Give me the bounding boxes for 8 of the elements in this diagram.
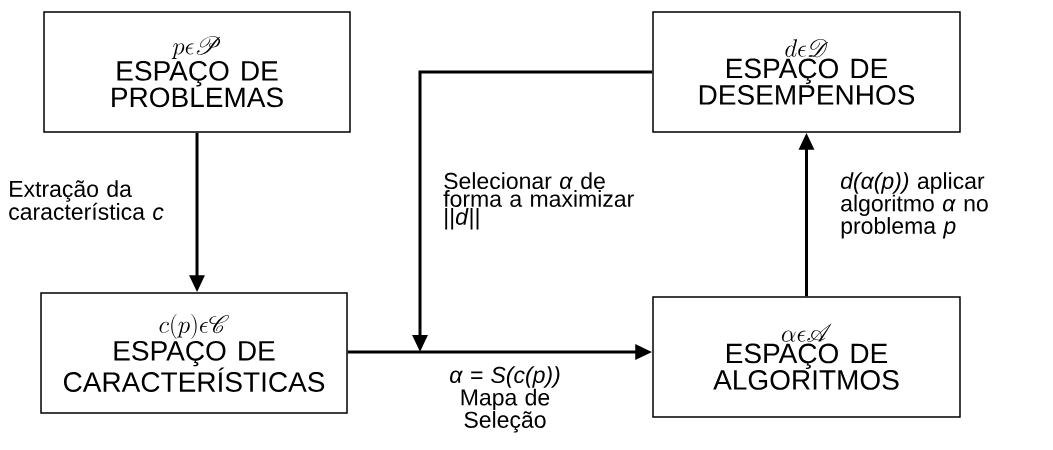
edge-label: α = S(c(p)) Mapa de Seleção bbox=[450, 366, 560, 433]
edge-label: Selecionar α de forma a maximizar ||d|| bbox=[443, 172, 634, 230]
edge-label: Extração da característica c bbox=[9, 180, 164, 220]
process-box: $c(p) \epsilon \mathscr{C}$ ESPAÇO DE CARACTERÍSTICAS bbox=[40, 292, 348, 414]
edge-label: d(α(p)) aplicar algoritmo α no problema p bbox=[840, 172, 988, 239]
process-box: $\alpha \epsilon \mathscr{A}$ ESPAÇO DE ALGORITMOS bbox=[652, 296, 961, 418]
process-box: $d \epsilon \mathscr{D}$ ESPAÇO DE DESEMPENHOS bbox=[652, 11, 961, 133]
process-box: $p \epsilon \mathscr{P}$ ESPAÇO DE PROBLEMAS bbox=[43, 11, 351, 133]
